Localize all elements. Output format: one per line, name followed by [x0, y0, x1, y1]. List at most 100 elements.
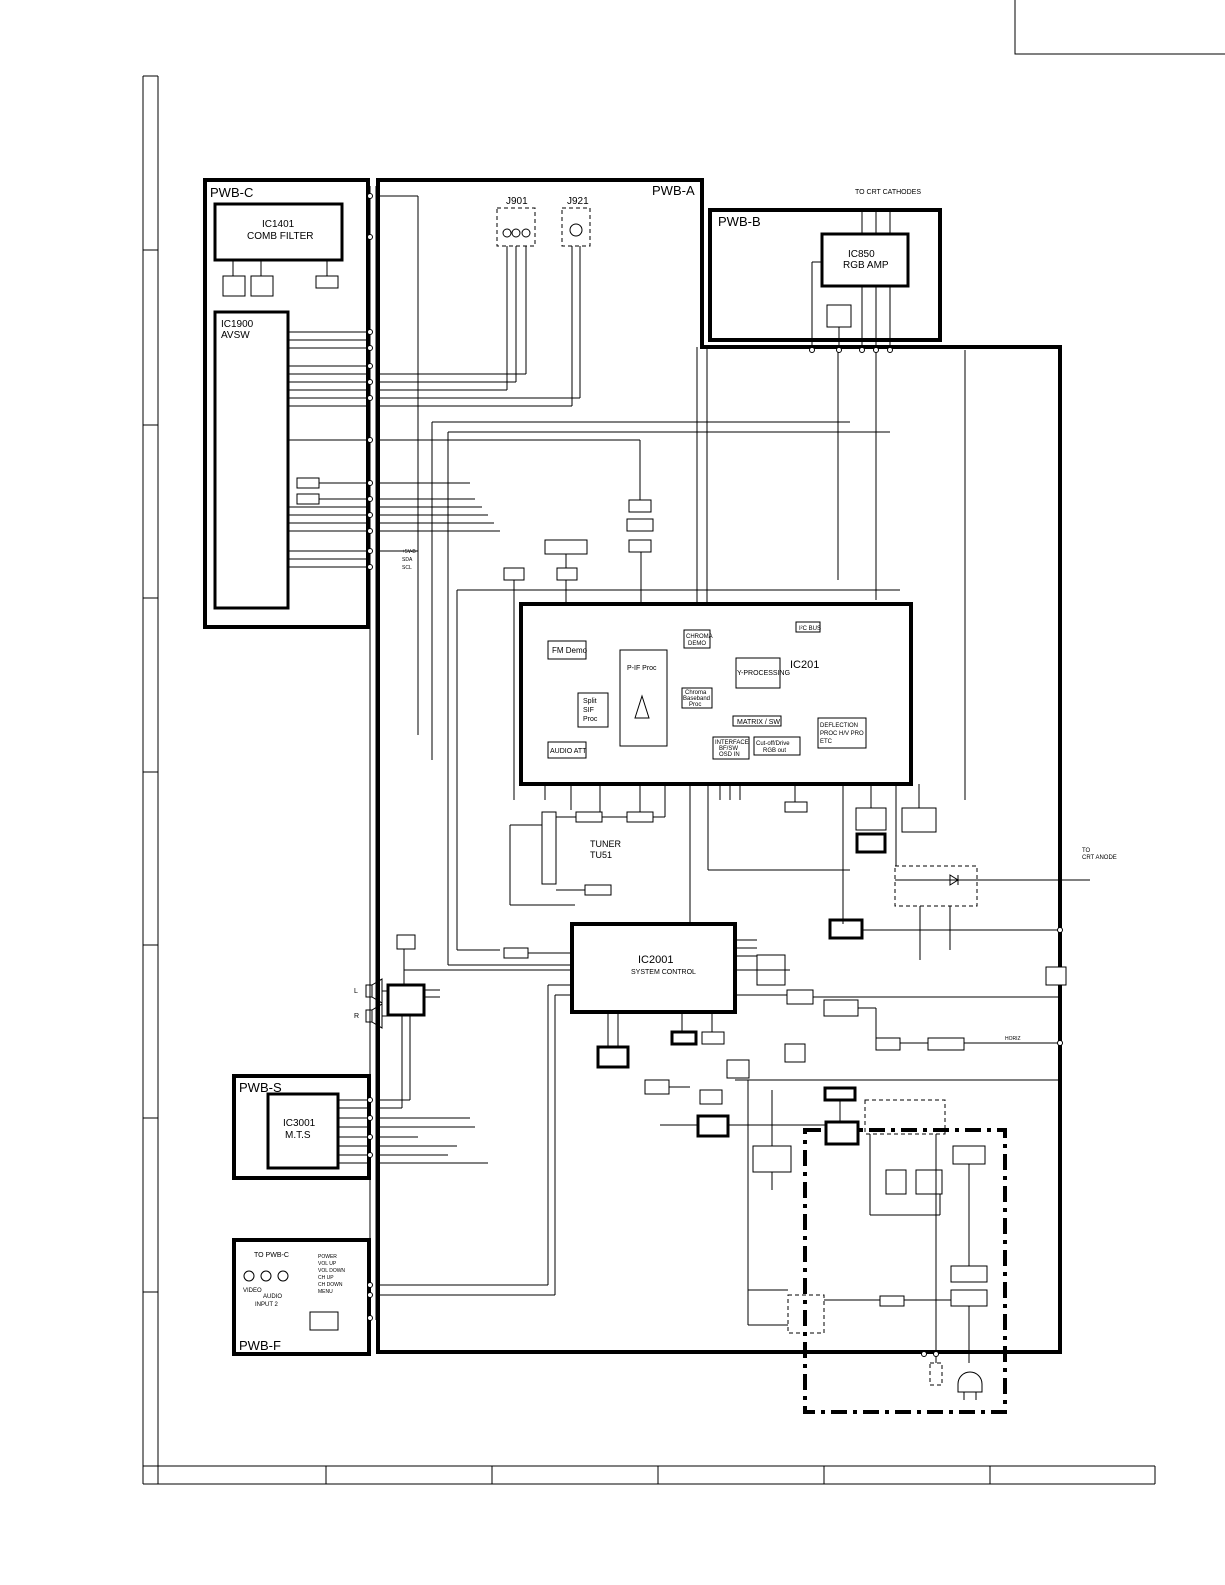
- sig-sda: SDA: [402, 557, 413, 563]
- q2003-buffer: [503, 947, 529, 959]
- ic1900-subtitle: AVSW: [221, 330, 250, 341]
- chroma-bb-1: Chroma: [685, 690, 707, 696]
- deflection-block: [817, 717, 867, 749]
- q729-5v-reg: [699, 1089, 723, 1105]
- split-sif-3: Proc: [583, 716, 598, 723]
- audio-att-label: AUDIO ATT: [550, 748, 587, 755]
- pwb-c-outline: [203, 178, 370, 629]
- ry701-relay: [787, 1294, 825, 1334]
- fm-demo-block: [547, 640, 587, 660]
- ac-plug-icon: [957, 1371, 983, 1400]
- ic1401-block: [213, 202, 344, 262]
- to-crt-cathodes: TO CRT CATHODES: [855, 189, 921, 196]
- d719-rectifier: [952, 1145, 986, 1165]
- tuner-subtitle: TU51: [590, 850, 612, 860]
- q1401-buffer: [222, 275, 246, 297]
- q2006-buffer: [701, 1031, 725, 1045]
- to-crt-anode-1: TO: [1082, 848, 1091, 854]
- connector-bus: [369, 186, 377, 1320]
- tuner-block: [541, 811, 557, 885]
- ic1401-title: IC1401: [262, 219, 295, 230]
- q1906-buffer: [296, 477, 320, 489]
- j901-label: J901: [506, 196, 528, 207]
- wiring: [376, 195, 1060, 1363]
- split-sif-2: SIF: [583, 707, 594, 714]
- power-transformer: [864, 1099, 946, 1135]
- ic850-subtitle: RGB AMP: [843, 260, 889, 271]
- i2c-bus-block: [795, 621, 821, 633]
- ic201-block: [519, 602, 913, 786]
- j901-jack: [496, 207, 536, 247]
- tuner-title: TUNER: [590, 839, 621, 849]
- ic2001-block: [570, 922, 737, 1014]
- split-sif-1: Split: [583, 698, 597, 705]
- cf302-bpf: [544, 539, 588, 555]
- key-ch-up: CH UP: [318, 1275, 334, 1281]
- sig-horiz: HORIZ: [1005, 1036, 1021, 1042]
- key-vol-down: VOL DOWN: [318, 1268, 345, 1274]
- ic2003-reset: [670, 1030, 698, 1046]
- key-power: POWER: [318, 1254, 337, 1260]
- input2-label: INPUT 2: [255, 1302, 279, 1308]
- chroma-demo-2: DEMO: [688, 641, 706, 647]
- ic850-block: [820, 232, 910, 288]
- pwb-b-label: PWB-B: [718, 214, 761, 229]
- p601-posistor: [879, 1295, 905, 1307]
- ic2001-title: IC2001: [638, 954, 673, 966]
- ic201-title: IC201: [790, 659, 819, 671]
- matrix-sw-label: MATRIX / SW: [737, 719, 780, 726]
- q610-acl: [901, 807, 937, 833]
- ic1401-subtitle: COMB FILTER: [247, 231, 313, 242]
- chroma-baseband-block: [681, 687, 713, 709]
- interface-block: [712, 736, 750, 760]
- pwb-a-label: PWB-A: [652, 183, 695, 198]
- deflection-1: DEFLECTION: [820, 723, 858, 729]
- to-crt-anode-2: CRT ANODE: [1082, 855, 1117, 861]
- page-frame: [142, 0, 1225, 1485]
- j921-jack: [561, 207, 591, 247]
- ic501-vert-output: [828, 918, 864, 940]
- pwb-a-outline: [376, 178, 1062, 1354]
- q610-buffer: [784, 801, 808, 813]
- q1405-buffer: [315, 275, 339, 289]
- ic1900-block: [213, 310, 290, 610]
- q702-power-control: [752, 1145, 792, 1173]
- interface-2: BF/SW: [719, 746, 738, 752]
- fm-demo-label: FM Demo: [552, 646, 588, 655]
- q1404-buffer: [250, 275, 274, 297]
- ic3001-subtitle: M.T.S: [285, 1130, 311, 1141]
- t602-fbt: [894, 865, 978, 907]
- chroma-demo-1: CHROMA: [686, 634, 713, 640]
- y-processing-block: [735, 657, 781, 689]
- ic703-error-amp: [823, 1086, 857, 1102]
- split-sif-block: [577, 692, 609, 728]
- cf403-trap: [626, 518, 654, 532]
- lt03-coil: [929, 1362, 943, 1386]
- chroma-demo-block: [683, 629, 711, 649]
- q301-preamp: [575, 811, 603, 823]
- cutoff-2: RGB out: [763, 748, 786, 754]
- q206-buffer: [556, 567, 578, 581]
- key-vol-up: VOL UP: [318, 1261, 337, 1267]
- deflection-2: PROC H/V PRO: [820, 731, 864, 737]
- i2c-bus-label: I²C BUS: [799, 626, 821, 632]
- pif-proc-block: [619, 649, 668, 747]
- q1907-buffer: [296, 493, 320, 505]
- sig-aft: AFT: [688, 922, 697, 928]
- q3011-reverse: [823, 999, 859, 1017]
- ic3001-title: IC3001: [283, 1118, 316, 1129]
- lt02-line-filter: [950, 1265, 988, 1283]
- audio-r-jack: [277, 1270, 289, 1282]
- to-pwb-c-label: TO PWB-C: [254, 1252, 289, 1259]
- key-ch-down: CH DOWN: [318, 1282, 343, 1288]
- ic660-side-pin: [855, 832, 887, 854]
- eeprom-block: [596, 1045, 630, 1069]
- pwb-s-label: PWB-S: [239, 1080, 282, 1095]
- video-jack: [243, 1270, 255, 1282]
- ic3001-block: [266, 1092, 340, 1170]
- q301-mute: [396, 934, 416, 950]
- bus-pins: [367, 193, 1063, 1357]
- sf301-saw: [626, 811, 654, 823]
- audio-att-block: [547, 741, 587, 759]
- q602-horiz-output: [927, 1037, 965, 1051]
